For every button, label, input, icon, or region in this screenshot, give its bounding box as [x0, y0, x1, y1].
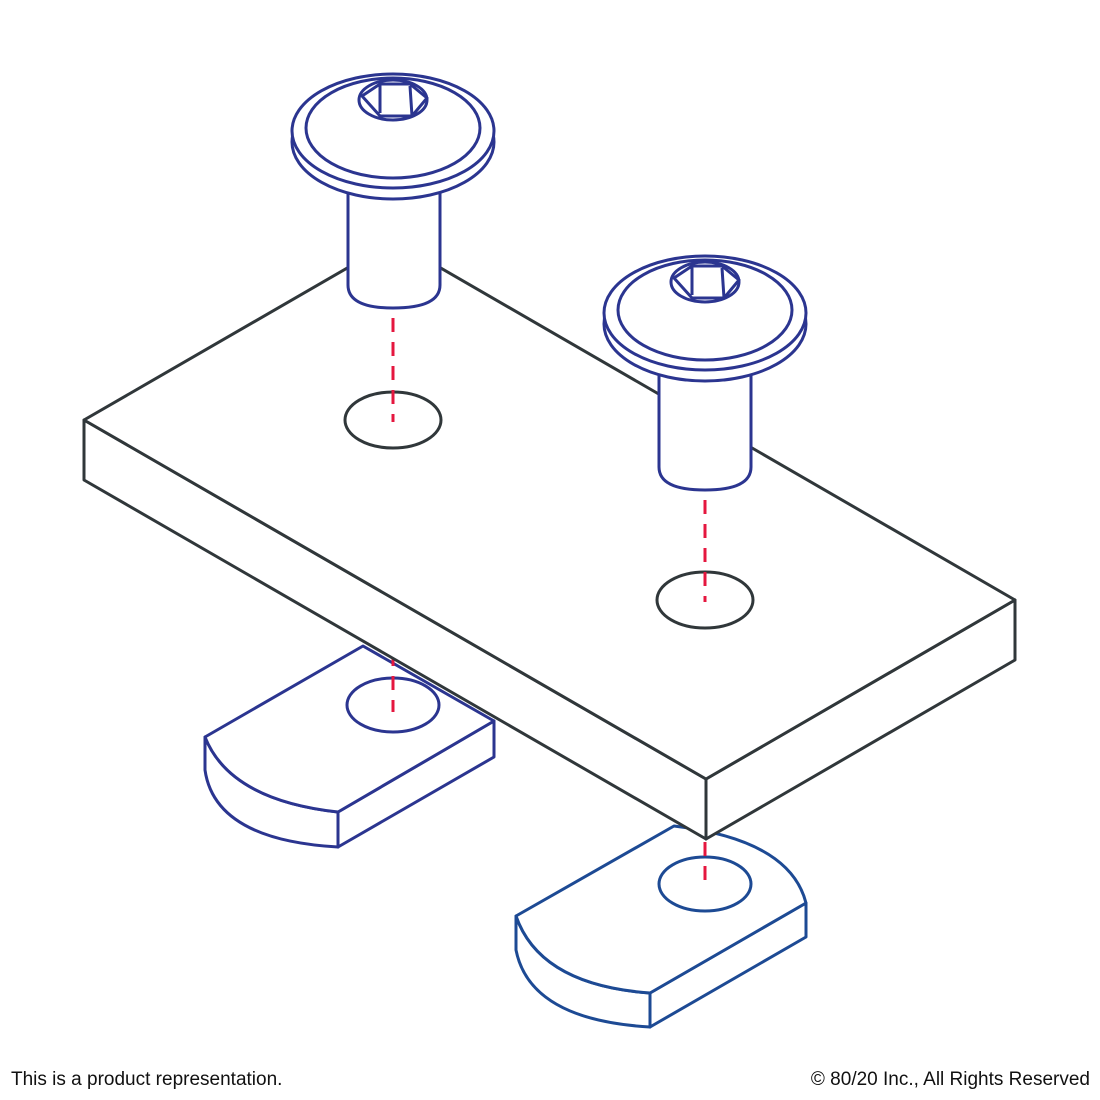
button-head-screw-left — [290, 72, 496, 310]
hex-socket-icon — [669, 260, 741, 304]
button-head-screw-right — [602, 254, 808, 492]
t-nut-hole — [657, 855, 753, 913]
t-nut-left — [203, 644, 496, 849]
alignment-lines-lower — [391, 652, 707, 886]
copyright-text: © 80/20 Inc., All Rights Reserved — [810, 1069, 1090, 1090]
alignment-lines-upper — [391, 318, 707, 602]
disclaimer-text: This is a product representation. — [11, 1069, 283, 1090]
t-nut-right — [514, 824, 808, 1029]
hex-socket-icon — [357, 78, 429, 122]
plate — [82, 239, 1017, 841]
